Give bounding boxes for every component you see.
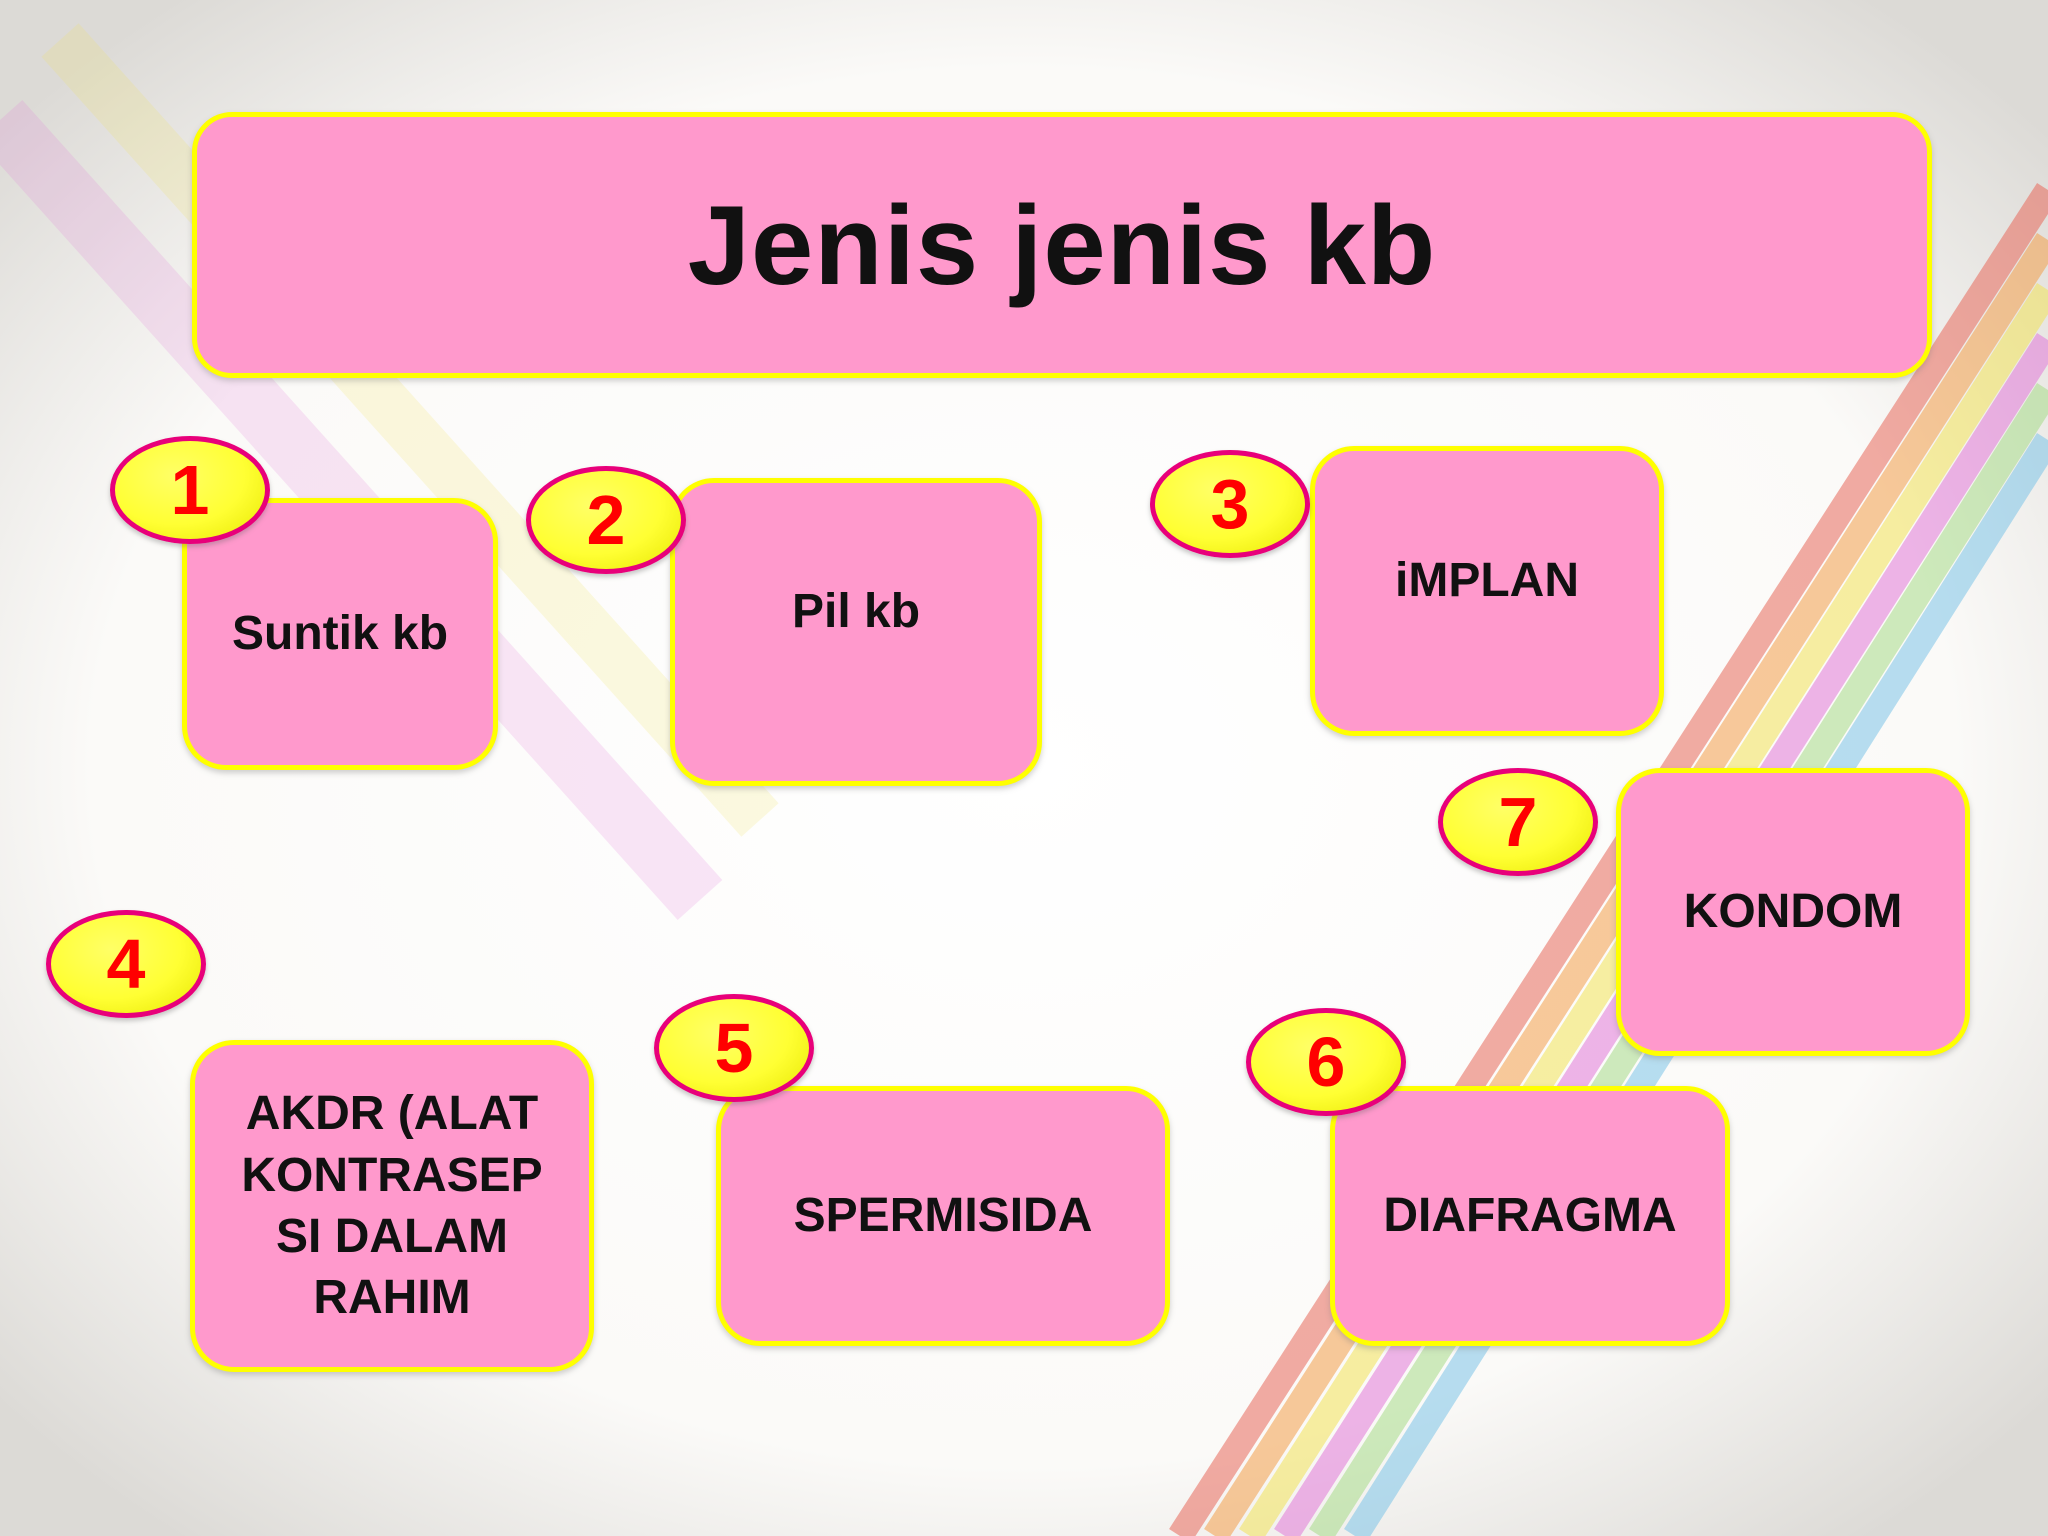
- item-number-badge: 3: [1150, 450, 1310, 558]
- item-box-suntik-kb: Suntik kb: [182, 498, 498, 770]
- item-number-badge: 2: [526, 466, 686, 574]
- item-number: 6: [1306, 1023, 1346, 1101]
- item-label: AKDR (ALAT KONTRASEP SI DALAM RAHIM: [241, 1087, 543, 1325]
- item-box-akdr: AKDR (ALAT KONTRASEP SI DALAM RAHIM: [190, 1040, 594, 1372]
- item-number-badge: 7: [1438, 768, 1598, 876]
- item-number-badge: 4: [46, 910, 206, 1018]
- item-number: 1: [170, 451, 210, 529]
- item-label: KONDOM: [1683, 885, 1903, 939]
- item-number: 4: [106, 925, 146, 1003]
- item-label: iMPLAN: [1395, 554, 1579, 608]
- item-number: 7: [1498, 783, 1538, 861]
- item-number: 5: [714, 1009, 754, 1087]
- item-number-badge: 6: [1246, 1008, 1406, 1116]
- item-label: SPERMISIDA: [793, 1189, 1093, 1243]
- slide-title-box: Jenis jenis kb: [192, 112, 1932, 378]
- item-label: Suntik kb: [231, 607, 449, 661]
- item-box-kondom: KONDOM: [1616, 768, 1970, 1056]
- item-box-diafragma: DIAFRAGMA: [1330, 1086, 1730, 1346]
- item-number-badge: 5: [654, 994, 814, 1102]
- item-box-pil-kb: Pil kb: [670, 478, 1042, 786]
- item-number: 3: [1210, 465, 1250, 543]
- item-box-implan: iMPLAN: [1310, 446, 1664, 736]
- item-label: Pil kb: [791, 585, 921, 639]
- item-box-spermisida: SPERMISIDA: [716, 1086, 1170, 1346]
- item-label: DIAFRAGMA: [1383, 1189, 1677, 1243]
- item-number: 2: [586, 481, 626, 559]
- item-number-badge: 1: [110, 436, 270, 544]
- slide-title: Jenis jenis kb: [687, 182, 1437, 308]
